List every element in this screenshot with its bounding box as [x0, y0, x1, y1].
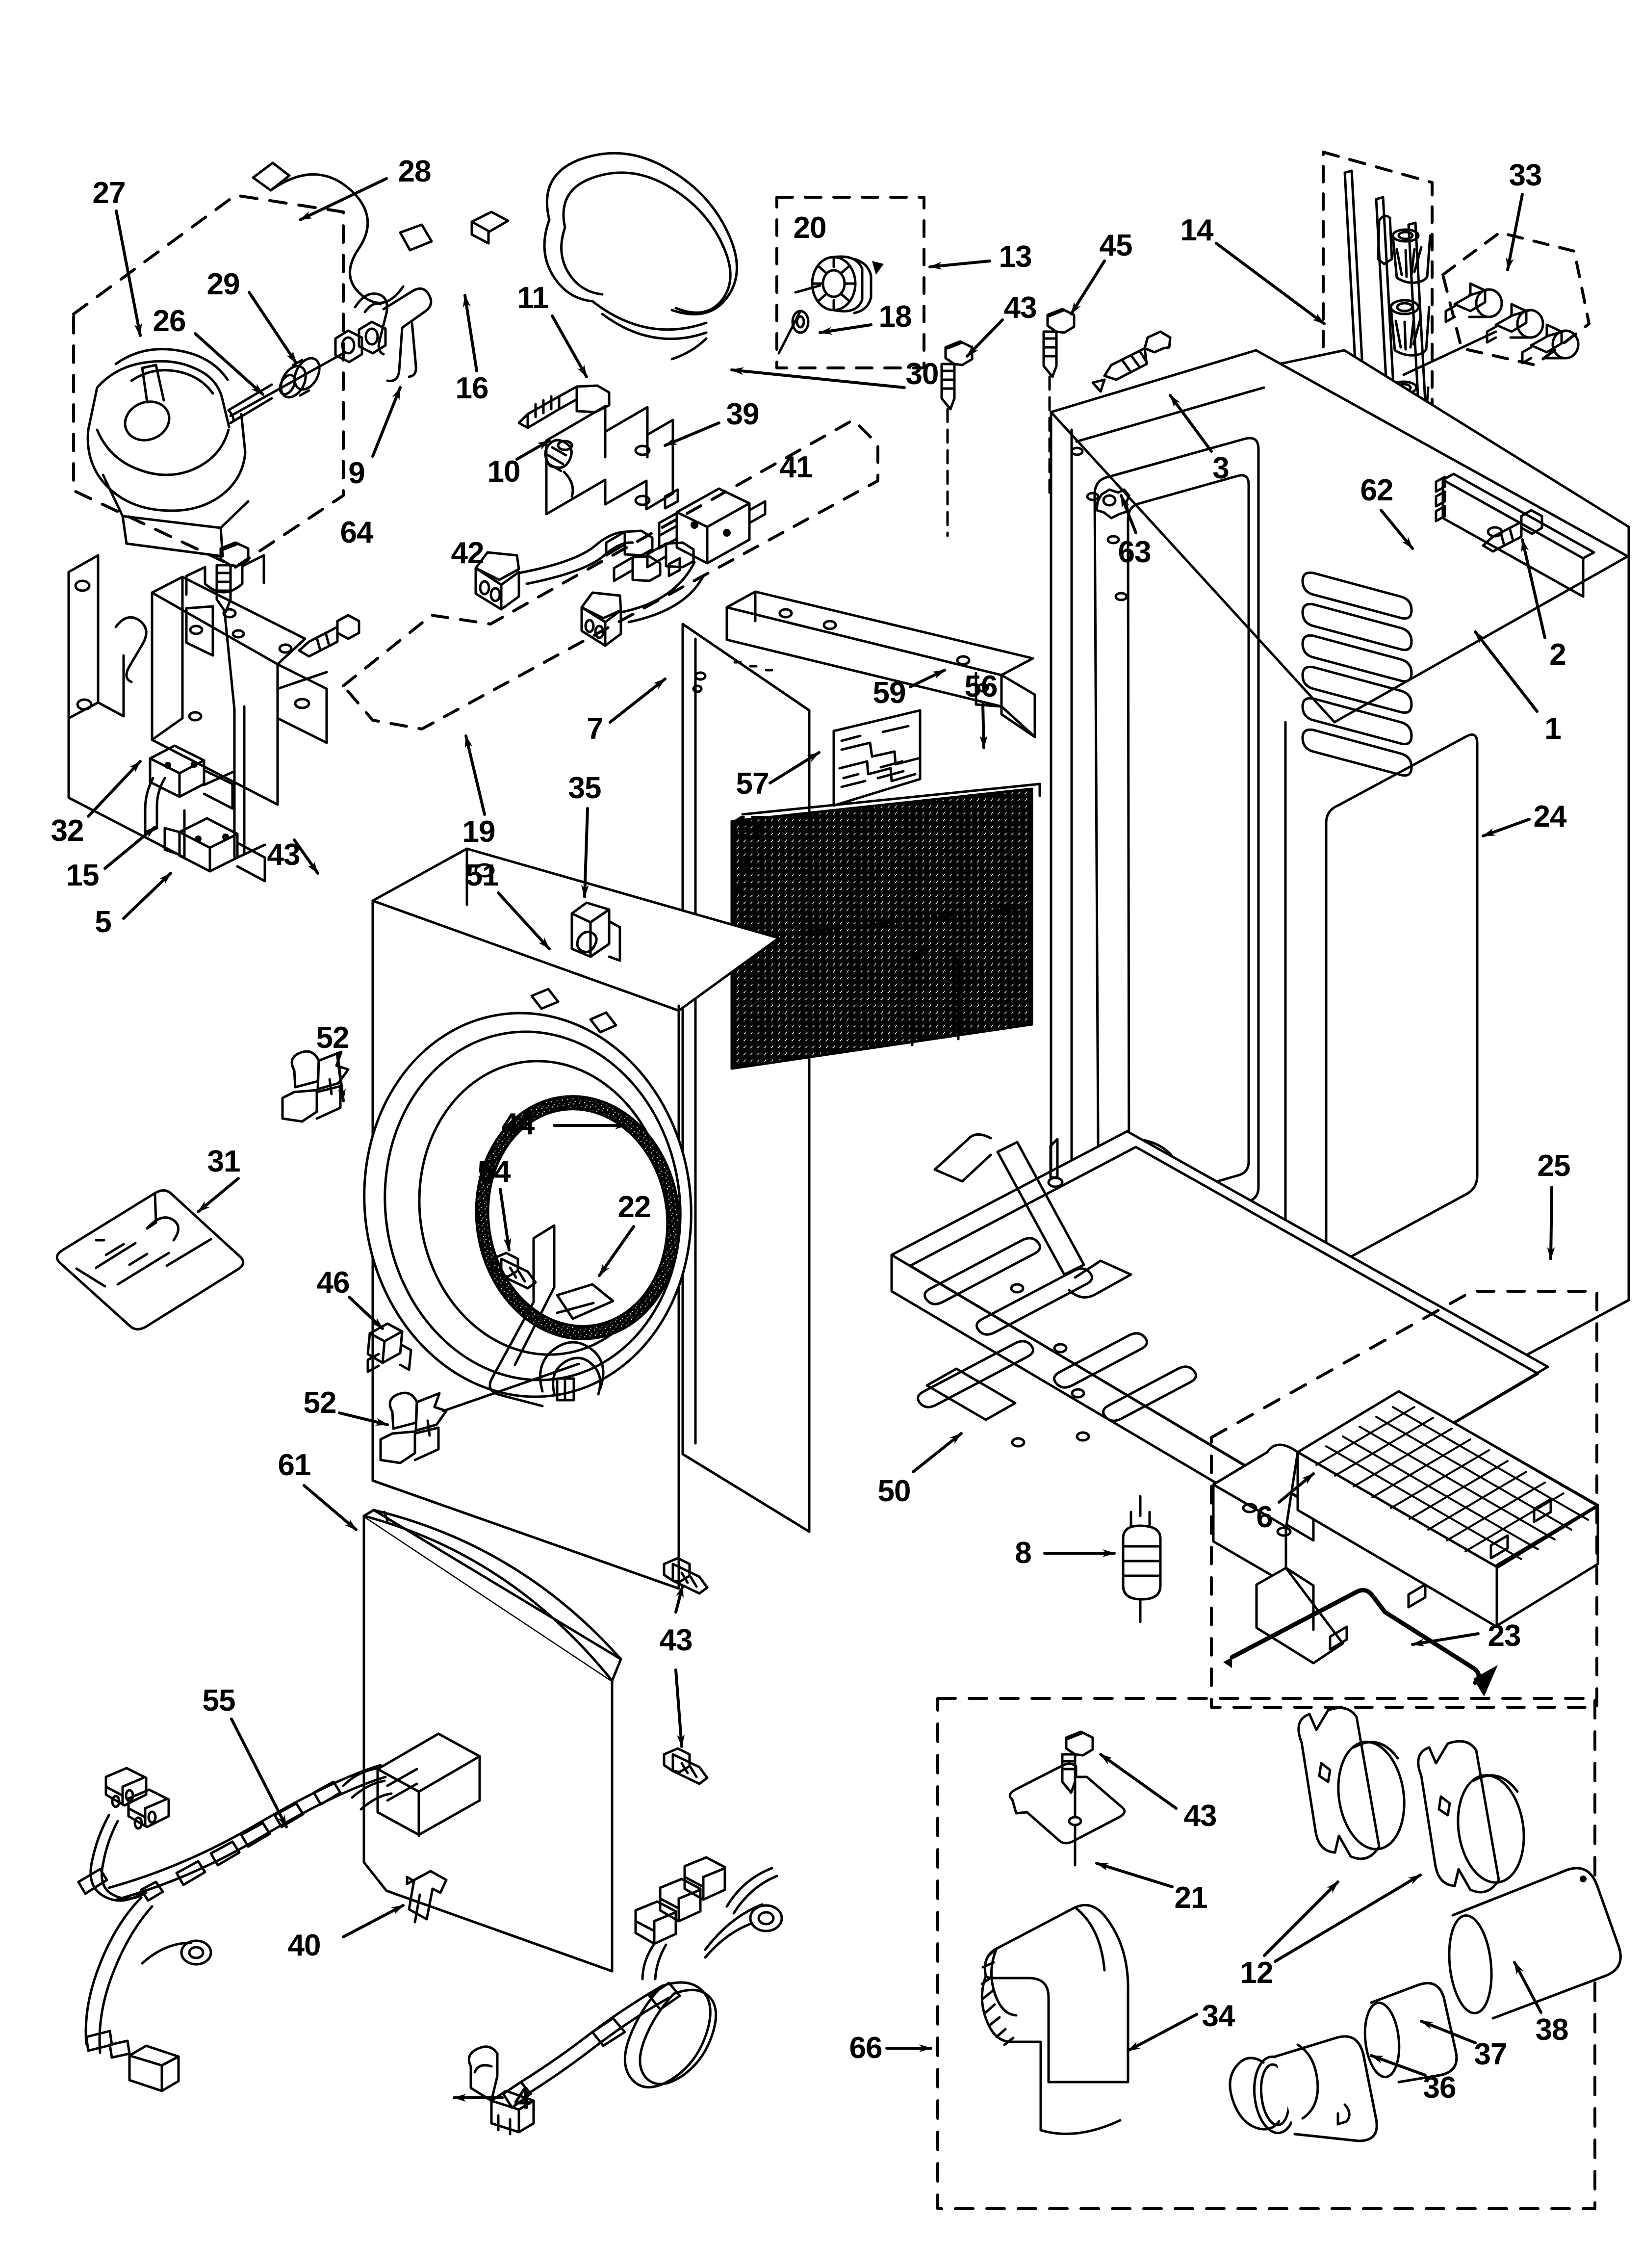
part-exhaust-caps-12 [1297, 1706, 1525, 1894]
part-wire-clip-35 [570, 901, 621, 962]
part-exhaust-elbow-34 [980, 1903, 1129, 2136]
part-wire-lead-28 [252, 161, 433, 304]
part-screw-11a [517, 384, 611, 429]
part-clamp-ring-36 [1229, 2035, 1378, 2142]
part-rating-label-57 [832, 709, 922, 807]
dashed-group-lintscreen [1210, 1290, 1598, 1709]
part-lint-filter-screen-17 [730, 782, 1041, 1070]
dashed-group-motor [72, 194, 345, 569]
part-harness-clip-40 [406, 1870, 448, 1924]
part-push-nuts-33 [1402, 282, 1580, 376]
part-clip-46 [366, 1322, 412, 1373]
part-screw-42 [298, 614, 360, 658]
cabinet-vent-slots [1301, 571, 1413, 777]
part-main-harness-55 [77, 1732, 481, 2092]
dashed-group-pushnuts [1441, 231, 1591, 366]
part-terminal-block-15 [144, 744, 234, 835]
part-screw-43-lowerpanel-a [663, 1557, 709, 1595]
part-mount-bracket-32 [67, 554, 328, 859]
part-door-switch-41 [658, 487, 767, 577]
part-screw-3-top [1091, 330, 1172, 393]
part-screw-43-lowerpanel-b [663, 1747, 709, 1785]
part-terminal-block-5 [163, 817, 266, 883]
part-screw-2-right [1482, 509, 1543, 553]
dashed-group-blower [775, 196, 925, 369]
part-short-duct-37 [1363, 1981, 1458, 2084]
part-clip-52-lower [379, 1362, 580, 1464]
part-front-bulkhead-7 [681, 623, 811, 1533]
part-motor-clamp-9 [354, 287, 433, 383]
arrowhead-20 [872, 261, 884, 275]
part-cover-plate-31 [55, 1189, 245, 1330]
part-screw-54 [491, 1251, 537, 1290]
part-lint-screen-6 [1212, 1390, 1599, 1665]
part-long-duct-38 [1448, 1867, 1622, 2020]
part-lint-tool-23 [1223, 1588, 1498, 1696]
part-screw-45-top [1042, 308, 1076, 497]
part-front-brace-56 [692, 590, 1036, 738]
part-blower-wheel-20 [794, 255, 872, 314]
part-front-panel-51 [363, 847, 780, 1590]
part-screw-43-top [940, 340, 974, 537]
leader-lines [87, 177, 1555, 2102]
part-connector-small-28b [470, 210, 510, 245]
part-idler-spring-10 [544, 439, 574, 498]
part-screw-43-vent [1061, 1730, 1094, 1794]
part-screw-64 [215, 541, 250, 711]
part-leveling-leg-8 [1122, 1495, 1162, 1623]
part-power-cord-4 [467, 1856, 783, 2136]
part-drive-belt-11 [543, 152, 738, 361]
part-lower-front-panel-61 [362, 1509, 622, 1973]
part-wire-harness-19 [474, 529, 705, 647]
part-blower-washer-18 [777, 310, 810, 355]
part-drive-motor [86, 320, 387, 558]
